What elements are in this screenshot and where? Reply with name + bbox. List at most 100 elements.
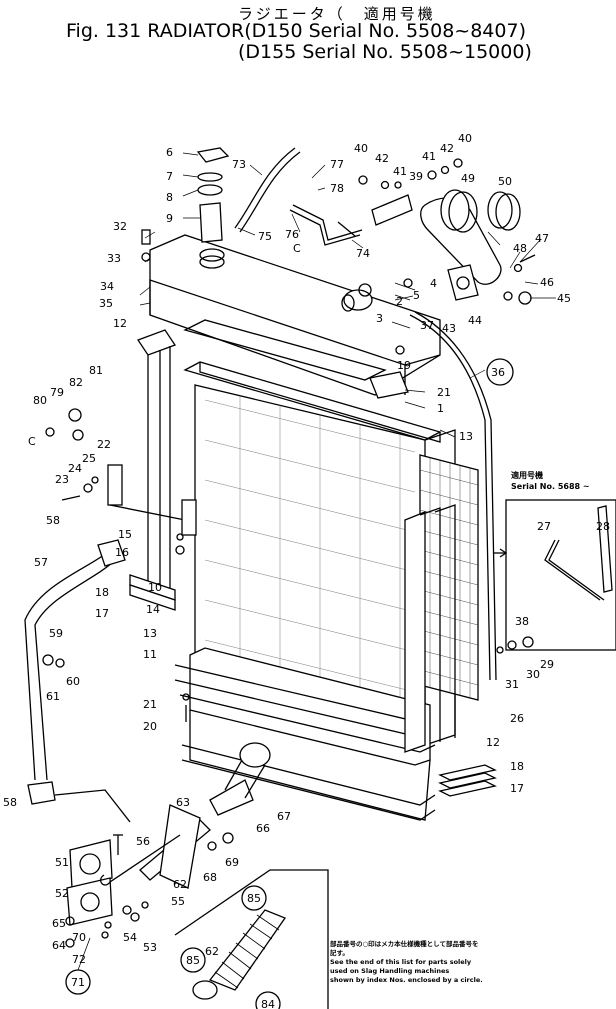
callout: 11 bbox=[143, 648, 157, 661]
bracket-39 bbox=[371, 194, 413, 226]
callout: 82 bbox=[69, 376, 83, 389]
callout: 50 bbox=[498, 175, 512, 188]
callout: 43 bbox=[442, 322, 456, 335]
callout: 13 bbox=[143, 627, 157, 640]
circle-36 bbox=[486, 358, 514, 386]
callout: 12 bbox=[113, 317, 127, 330]
callout: 81 bbox=[89, 364, 103, 377]
lower-outlet-pipe bbox=[66, 742, 271, 926]
header-japanese: ラジエータ（ 適用号機 bbox=[238, 5, 436, 23]
callout: C bbox=[28, 435, 36, 448]
callout: 20 bbox=[143, 720, 157, 733]
callout: 67 bbox=[277, 810, 291, 823]
callout: 76 bbox=[285, 228, 299, 241]
leader-58 bbox=[54, 789, 131, 823]
callout: 36 bbox=[491, 366, 505, 379]
callout: 53 bbox=[143, 941, 157, 954]
callout: 16 bbox=[115, 546, 129, 559]
callout: 40 bbox=[458, 132, 472, 145]
callout: 64 bbox=[52, 939, 66, 952]
callout: 59 bbox=[49, 627, 63, 640]
callout: 51 bbox=[55, 856, 69, 869]
radiator-core bbox=[194, 384, 456, 746]
callout: 74 bbox=[356, 247, 370, 260]
callout: 21 bbox=[143, 698, 157, 711]
callout: 32 bbox=[113, 220, 127, 233]
callout: 58 bbox=[3, 796, 17, 809]
callout: 10 bbox=[148, 581, 162, 594]
callout: 60 bbox=[66, 675, 80, 688]
inset-serial: Serial No. 5688 ~ bbox=[511, 482, 590, 491]
callout: 85 bbox=[247, 892, 261, 905]
callout: 42 bbox=[440, 142, 454, 155]
callout: 49 bbox=[461, 172, 475, 185]
callout: 84 bbox=[261, 998, 275, 1009]
callout: 21 bbox=[437, 386, 451, 399]
callout: 61 bbox=[46, 690, 60, 703]
callout: 17 bbox=[510, 782, 524, 795]
callout: 18 bbox=[510, 760, 524, 773]
callout: 33 bbox=[107, 252, 121, 265]
callout: 73 bbox=[232, 158, 246, 171]
radiator-cap-parts bbox=[196, 147, 230, 269]
side-frame-right bbox=[404, 504, 456, 753]
circle-85b bbox=[180, 947, 206, 973]
circle-85a bbox=[241, 885, 267, 911]
callout: C bbox=[293, 242, 301, 255]
stay-rod-22 bbox=[109, 504, 186, 521]
callout: 70 bbox=[72, 931, 86, 944]
callout: 47 bbox=[535, 232, 549, 245]
callout: 13 bbox=[459, 430, 473, 443]
footnote-line: shown by index Nos. enclosed by a circle… bbox=[330, 976, 483, 984]
bracket-22 bbox=[107, 464, 123, 506]
callout: 15 bbox=[118, 528, 132, 541]
callout: 18 bbox=[95, 586, 109, 599]
intake-pipe-49 bbox=[420, 189, 521, 285]
callout: 30 bbox=[526, 668, 540, 681]
inset-arrow-head bbox=[499, 548, 508, 558]
callout: 41 bbox=[422, 150, 436, 163]
pipe-74 bbox=[289, 204, 363, 246]
footnote: 部品番号の○印はメカ本仕様機種として部品番号を 記す。 See the end … bbox=[330, 940, 580, 985]
bracket-18 bbox=[438, 764, 497, 797]
callout: 22 bbox=[97, 438, 111, 451]
callout: 12 bbox=[486, 736, 500, 749]
leader-lines bbox=[139, 152, 556, 438]
callout: 27 bbox=[537, 520, 551, 533]
callout: 46 bbox=[540, 276, 554, 289]
hose-57 bbox=[24, 539, 126, 805]
footnote-line: See the end of this list for parts solel… bbox=[330, 958, 472, 966]
callout: 42 bbox=[375, 152, 389, 165]
inset-rod-27 bbox=[544, 539, 605, 601]
callout: 58 bbox=[46, 514, 60, 527]
callout: 2 bbox=[396, 295, 403, 308]
callout: 52 bbox=[55, 887, 69, 900]
leader-71 bbox=[77, 937, 91, 971]
footnote-line: 記す。 bbox=[330, 949, 349, 957]
callout: 57 bbox=[34, 556, 48, 569]
callout: 62 bbox=[205, 945, 219, 958]
circle-84 bbox=[255, 991, 281, 1009]
callout: 48 bbox=[513, 242, 527, 255]
callout: 80 bbox=[33, 394, 47, 407]
callout: 26 bbox=[510, 712, 524, 725]
callout: 17 bbox=[95, 607, 109, 620]
callout: 54 bbox=[123, 931, 137, 944]
callout: 75 bbox=[258, 230, 272, 243]
callout: 38 bbox=[515, 615, 529, 628]
detail-hose bbox=[192, 909, 286, 1000]
callout: 79 bbox=[50, 386, 64, 399]
callout: 9 bbox=[166, 212, 173, 225]
callout: 6 bbox=[166, 146, 173, 159]
callout: 40 bbox=[354, 142, 368, 155]
callout: 71 bbox=[71, 976, 85, 989]
callout: 72 bbox=[72, 953, 86, 966]
callout: 69 bbox=[225, 856, 239, 869]
callout: 23 bbox=[55, 473, 69, 486]
callout: 63 bbox=[176, 796, 190, 809]
callout: 4 bbox=[430, 277, 437, 290]
callout: 56 bbox=[136, 835, 150, 848]
callout: 25 bbox=[82, 452, 96, 465]
